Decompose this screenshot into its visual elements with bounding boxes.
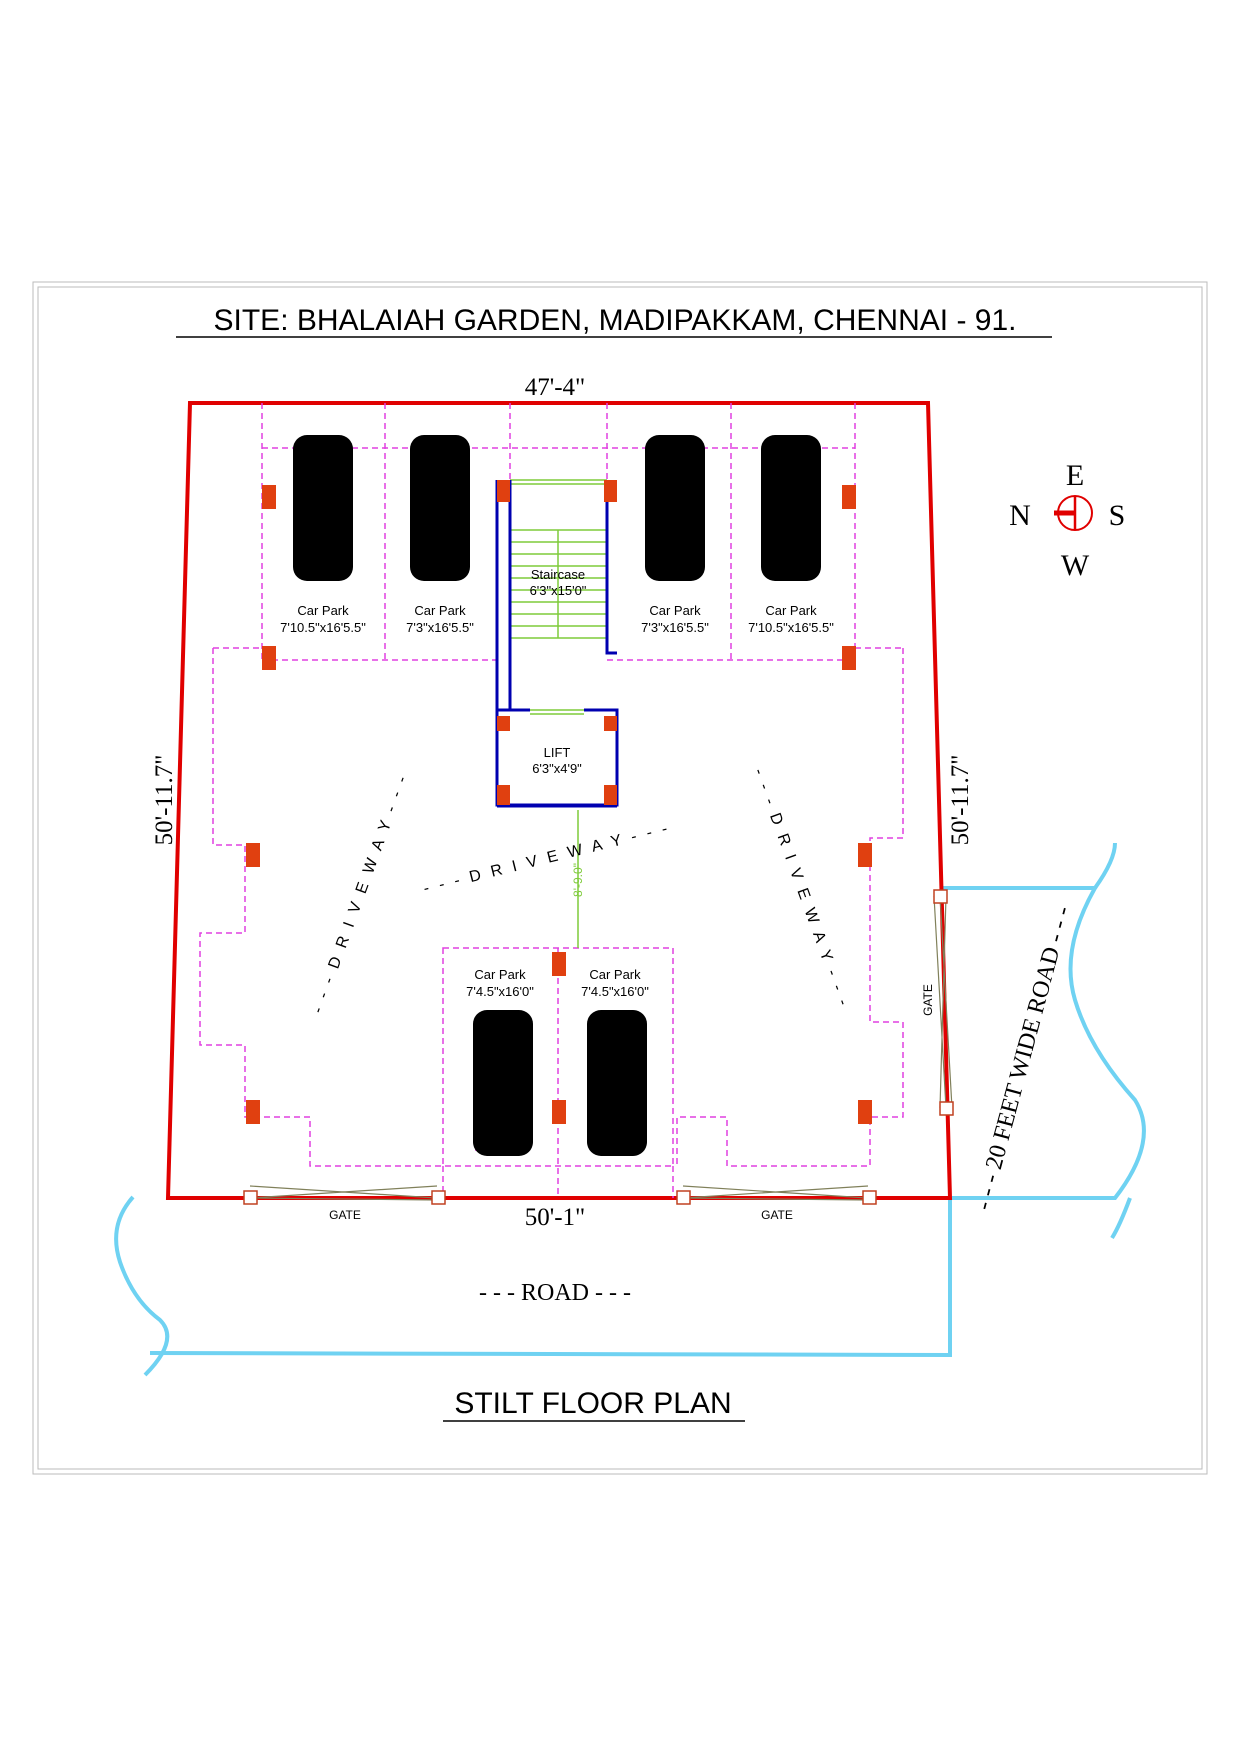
dim-left: 50'-11.7" xyxy=(151,755,178,846)
sheet-border-inner xyxy=(37,286,1203,1470)
gate-front-right: GATE xyxy=(676,1185,877,1222)
road-label: - - - ROAD - - - xyxy=(479,1280,631,1306)
car-icon-6 xyxy=(587,1010,647,1156)
side-road-edge-top xyxy=(1093,842,1117,890)
car-icon-2 xyxy=(410,435,470,581)
side-road-edge-bottom xyxy=(1110,1197,1132,1240)
car-icon-1 xyxy=(293,435,353,581)
driveway-label-right: - - - D R I V E W A Y - - - xyxy=(750,766,853,1010)
site-title: SITE: BHALAIAH GARDEN, MADIPAKKAM, CHENN… xyxy=(214,304,1017,337)
room-labels: Car Park 7'10.5"x16'5.5" Car Park 7'3"x1… xyxy=(280,567,834,999)
gate-front-left: GATE xyxy=(243,1185,446,1222)
car-park-1-size: 7'10.5"x16'5.5" xyxy=(280,620,366,635)
staircase-core xyxy=(495,479,619,808)
compass-west: W xyxy=(1061,549,1090,582)
car-park-3-label: Car Park xyxy=(649,603,701,618)
car-icon-4 xyxy=(761,435,821,581)
compass-north: N xyxy=(1009,499,1031,532)
dim-bottom: 50'-1" xyxy=(525,1204,586,1231)
car-park-4-label: Car Park xyxy=(765,603,817,618)
dim-right: 50'-11.7" xyxy=(947,755,974,846)
gate-label-right: GATE xyxy=(761,1208,793,1222)
gate-label-side: GATE xyxy=(921,984,935,1016)
car-park-6-label: Car Park xyxy=(589,967,641,982)
car-park-6-size: 7'4.5"x16'0" xyxy=(581,984,649,999)
car-park-5-label: Car Park xyxy=(474,967,526,982)
driveway-label-left: - - - D R I V E W A Y - - - xyxy=(309,771,412,1015)
columns xyxy=(246,485,872,1124)
parking-grid-top xyxy=(199,403,904,1167)
lift-label: LIFT xyxy=(544,745,571,760)
plot-boundary xyxy=(165,401,953,1200)
front-road-edge-curve xyxy=(114,1195,170,1377)
compass-east: E xyxy=(1066,459,1084,492)
car-park-2-label: Car Park xyxy=(414,603,466,618)
gate-side: GATE xyxy=(921,889,954,1116)
car-icon-5 xyxy=(473,1010,533,1156)
car-park-4-size: 7'10.5"x16'5.5" xyxy=(748,620,834,635)
car-park-1-label: Car Park xyxy=(297,603,349,618)
side-road-label: - - - 20 FEET WIDE ROAD - - - xyxy=(970,904,1076,1213)
car-icon-3 xyxy=(645,435,705,581)
plan-title: STILT FLOOR PLAN xyxy=(454,1387,731,1420)
front-road-outline xyxy=(149,1198,952,1358)
car-park-5-size: 7'4.5"x16'0" xyxy=(466,984,534,999)
driveway-label-center: - - - D R I V E W A Y - - - xyxy=(422,820,672,898)
staircase-label: Staircase xyxy=(531,567,585,582)
compass-south: S xyxy=(1109,499,1126,532)
sheet-border xyxy=(32,281,1208,1475)
gate-label-left: GATE xyxy=(329,1208,361,1222)
lift-size: 6'3"x4'9" xyxy=(532,761,582,776)
dim-top: 47'-4" xyxy=(525,374,586,401)
car-park-3-size: 7'3"x16'5.5" xyxy=(641,620,709,635)
staircase-size: 6'3"x15'0" xyxy=(530,583,587,598)
side-road-outline xyxy=(942,886,1146,1200)
car-icons xyxy=(293,435,821,1156)
car-park-2-size: 7'3"x16'5.5" xyxy=(406,620,474,635)
setback-dim: 8'-9.0" xyxy=(571,863,585,897)
compass: E W N S xyxy=(1009,459,1125,582)
